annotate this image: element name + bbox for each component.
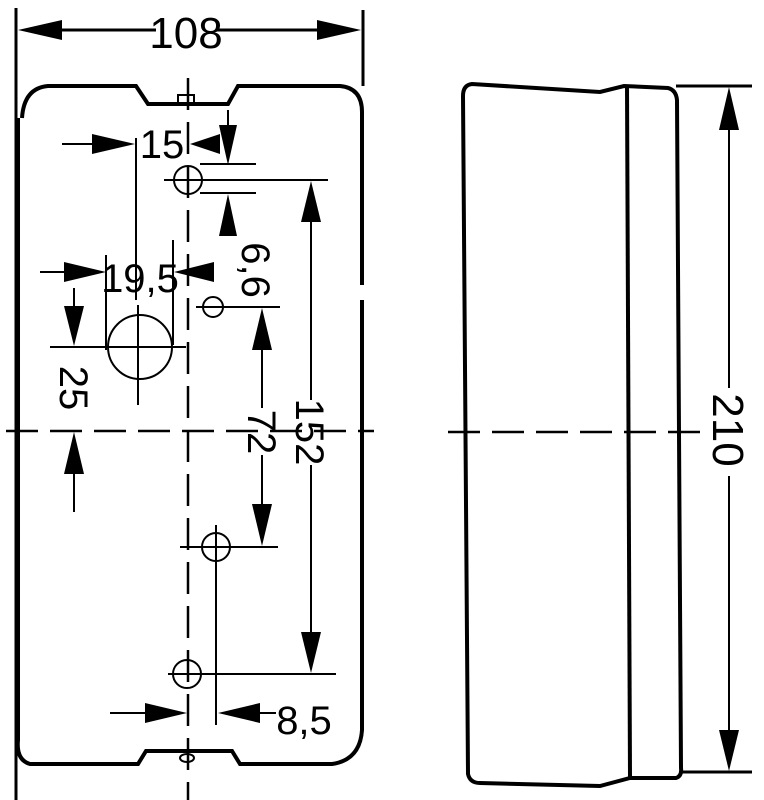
dim-lens-vertical-offset: 25: [51, 366, 95, 411]
side-housing-outline: [460, 81, 684, 789]
arrow-up-icon: [64, 432, 84, 474]
dim-hole-spacing-small: 72: [239, 410, 283, 455]
dim-hole-diameter: 6,6: [233, 242, 277, 298]
arrow-up-icon: [719, 87, 739, 130]
dim-hole-spacing-large: 152: [287, 399, 331, 466]
top-mount-slot: [177, 94, 195, 106]
arrow-up-icon: [252, 308, 272, 350]
arrow-left-icon: [18, 20, 62, 40]
side-view: 210: [448, 81, 752, 789]
arrow-down-icon: [252, 504, 272, 546]
arrow-down-icon: [719, 730, 739, 771]
arrow-right-icon: [64, 262, 106, 282]
arrow-down-icon: [219, 125, 237, 165]
arrow-up-icon: [301, 181, 321, 222]
dim-lens-offset: 19,5: [101, 257, 179, 301]
arrow-down-icon: [64, 306, 84, 346]
arrow-right-icon: [92, 134, 135, 154]
arrow-down-icon: [301, 632, 321, 673]
arrow-right-icon: [145, 703, 187, 723]
dim-overall-width: 108: [149, 9, 222, 58]
dim-hole-offset-bottom: 8,5: [276, 699, 332, 743]
dim-overall-height: 210: [703, 393, 752, 466]
dim-hole-offset-top: 15: [140, 123, 185, 167]
arrow-right-icon: [317, 20, 361, 40]
front-view: 108 15 6,6 19,5 25 72: [6, 8, 374, 800]
arrow-left-icon: [190, 134, 220, 154]
arrow-left-icon: [218, 703, 260, 723]
arrow-left-icon: [174, 262, 214, 282]
arrow-up-icon: [219, 194, 237, 236]
